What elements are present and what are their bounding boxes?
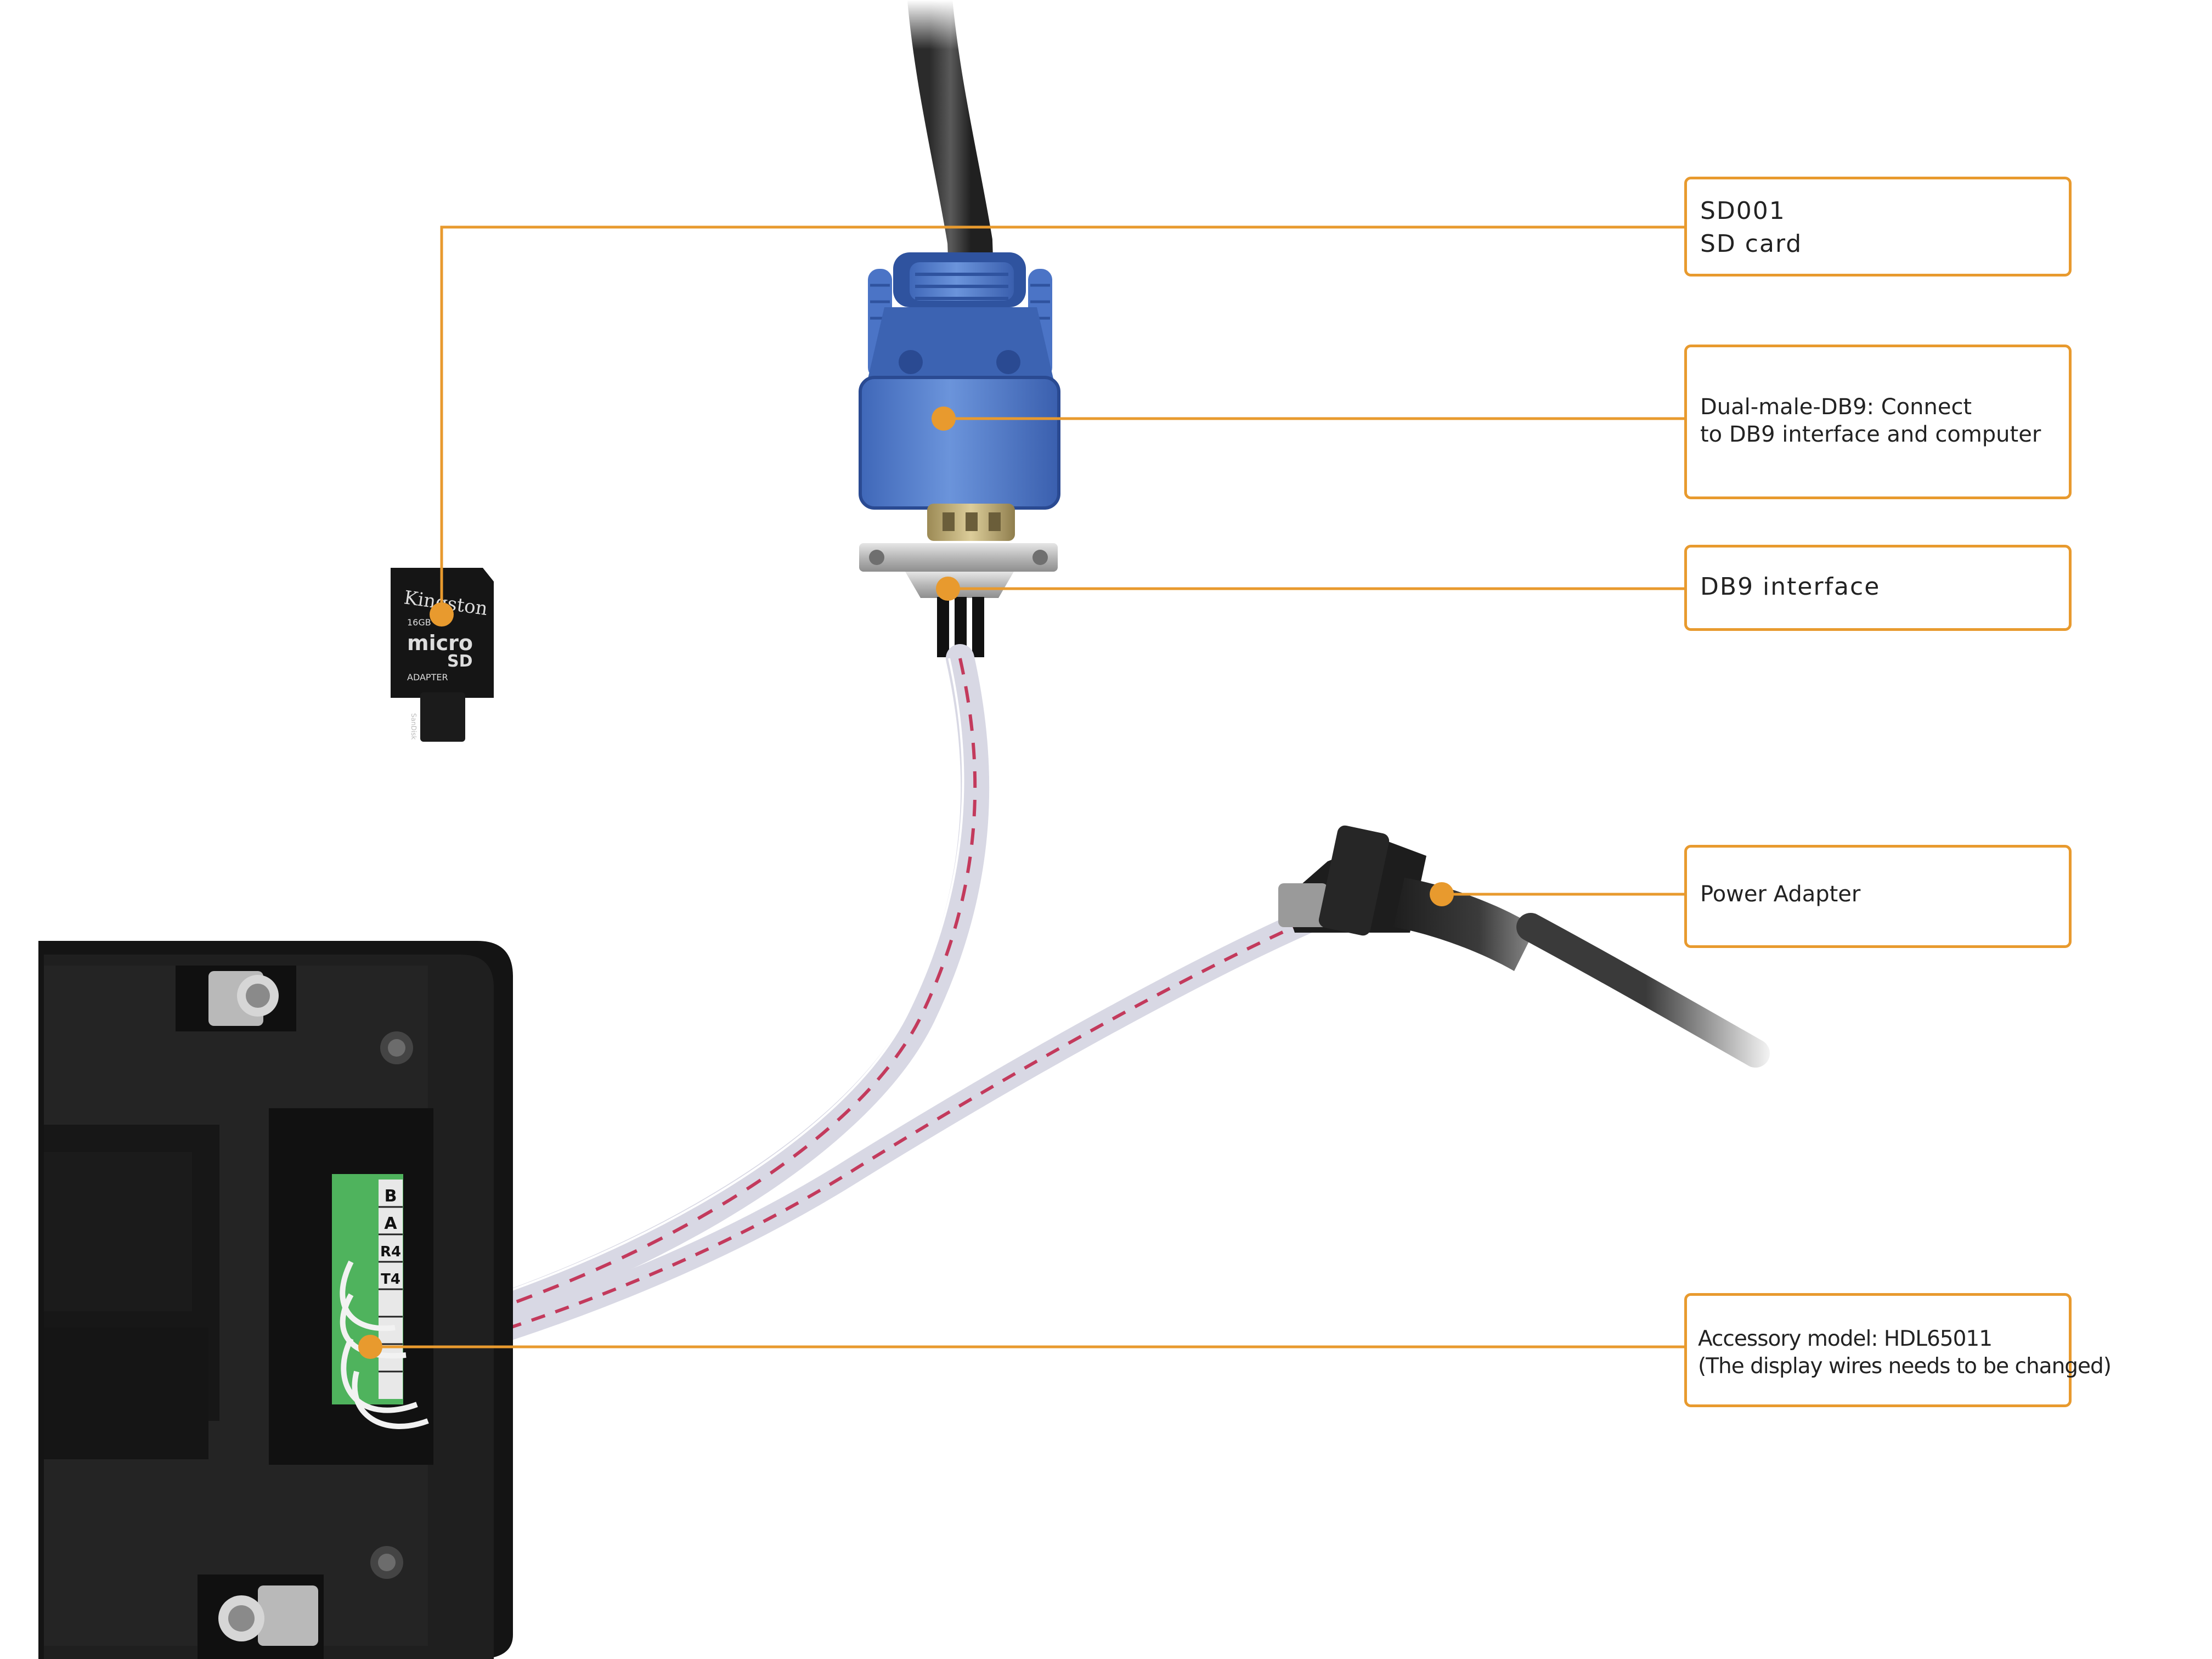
leader-sd-card [440, 225, 1690, 614]
dot-sd-card [430, 602, 454, 627]
db9-interface-label: DB9 interface [1700, 573, 1881, 601]
svg-text:SD: SD [447, 652, 473, 671]
power-adapter-plug [1278, 825, 1778, 1086]
callout-db9-interface: DB9 interface [1684, 545, 2072, 631]
terminal-label-a: A [384, 1214, 397, 1233]
display-device-back: B A R4 T4 [38, 941, 513, 1659]
leader-dots [358, 407, 1454, 1359]
dot-dual-male-db9 [932, 407, 956, 431]
ribbon-cable-db9 [342, 644, 990, 1364]
sd-card-label: SD card [1700, 230, 1803, 258]
db9-metal-shell [859, 504, 1058, 657]
svg-text:16GB: 16GB [407, 617, 431, 628]
accessory-note-line: (The display wires needs to be changed) [1698, 1354, 2112, 1379]
callout-sd-card: SD001 SD card [1684, 177, 2072, 276]
callout-accessory: Accessory model: HDL65011 (The display w… [1684, 1293, 2112, 1407]
power-adapter-label: Power Adapter [1700, 882, 1861, 907]
callout-power-adapter: Power Adapter [1684, 845, 2072, 948]
dual-male-db9-line-2: to DB9 interface and computer [1700, 422, 2041, 447]
db9-cable-top [900, 0, 998, 297]
svg-text:micro: micro [407, 631, 473, 655]
callout-dual-male-db9: Dual-male-DB9: Connect to DB9 interface … [1684, 345, 2072, 499]
dot-power-adapter [1430, 882, 1454, 906]
sd-card-model: SD001 [1700, 197, 1786, 225]
leader-lines [370, 225, 1690, 1348]
dot-accessory [358, 1335, 382, 1359]
dual-male-db9-line-1: Dual-male-DB9: Connect [1700, 394, 1972, 420]
dot-db9-interface [936, 577, 960, 601]
terminal-label-r4: R4 [380, 1244, 401, 1260]
svg-text:ADAPTER: ADAPTER [407, 672, 448, 682]
db9-blue-hood [859, 252, 1060, 510]
terminal-label-b: B [385, 1187, 397, 1206]
terminal-label-t4: T4 [381, 1271, 400, 1288]
accessory-model-line: Accessory model: HDL65011 [1698, 1327, 1993, 1351]
svg-text:SanDisk: SanDisk [410, 713, 417, 740]
